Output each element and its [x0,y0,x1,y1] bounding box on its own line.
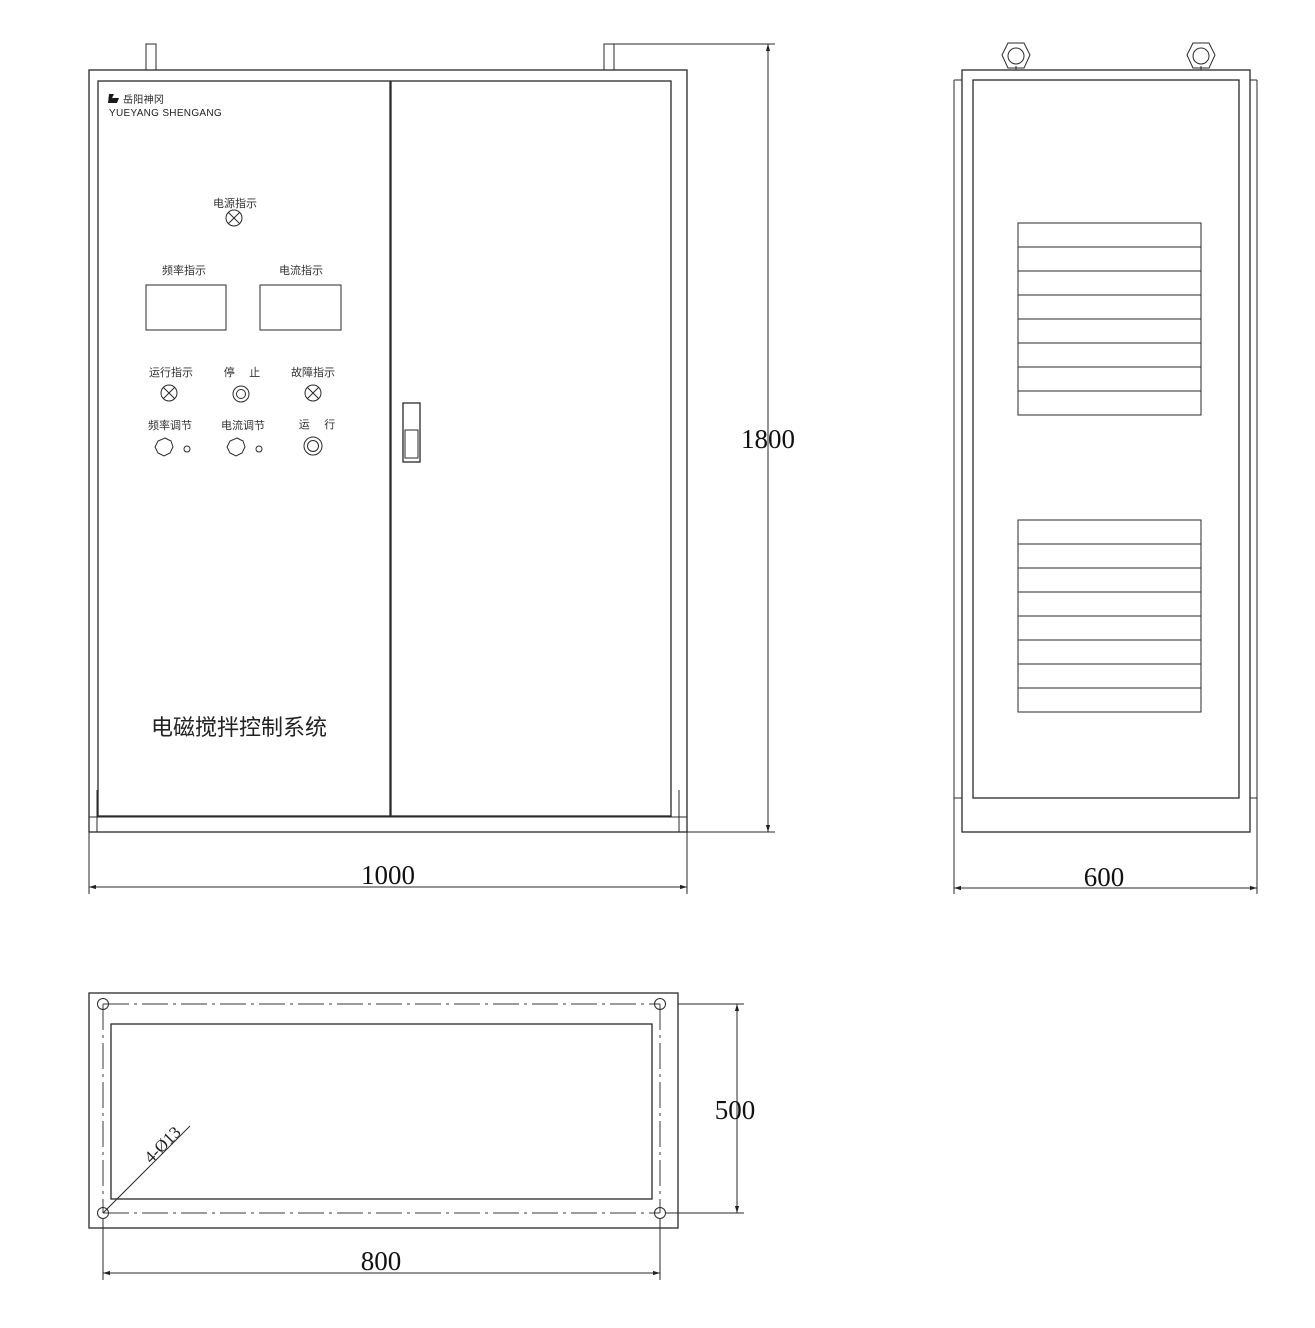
power-indicator-lamp-icon [225,209,243,227]
frequency-meter-label: 频率指示 [162,263,206,277]
width-dimension-text: 1000 [361,860,415,890]
base-width-dimension: 500 [666,1003,756,1214]
hole-spec-text: 4-Ø13 [140,1123,184,1167]
base-outline [88,992,679,1229]
current-adjust-label: 电流调节 [221,418,265,432]
front-cabinet-outline [88,69,688,833]
left-lifting-eye-icon [1001,42,1031,70]
brand-logo: 岳阳神冈 YUEYANG SHENGANG [108,93,222,119]
hole-leader-line [102,1125,191,1214]
base-inner-opening [110,1023,653,1200]
run-indicator-lamp-icon [160,384,178,402]
front-view: 岳阳神冈 YUEYANG SHENGANG 电源指示 频率指示 电流指示 运行指… [88,43,688,833]
base-width-text: 500 [715,1095,756,1125]
depth-dimension-text: 600 [1084,862,1125,892]
panel-title: 电磁搅拌控制系统 [151,716,327,741]
base-length-dimension: 800 [102,1219,661,1280]
base-length-text: 800 [361,1246,402,1276]
right-lifting-eye-icon [1186,42,1216,70]
frequency-adjust-label: 频率调节 [148,418,192,432]
door-handle [402,402,421,463]
front-height-dimension: 1800 [610,43,795,833]
mounting-hole-icon [97,998,109,1010]
side-depth-dimension: 600 [953,798,1258,894]
fault-indicator-lamp-icon [304,384,322,402]
run-button-icon [303,436,323,456]
right-door [390,80,672,817]
run-button-label: 运 行 [299,418,336,431]
frequency-adjust-knob-icon [154,437,191,457]
left-lifting-rod [145,43,157,71]
mounting-hole-icon [654,1207,666,1219]
current-meter-label: 电流指示 [279,263,323,277]
run-indicator-label: 运行指示 [149,365,193,379]
stop-button-label: 停 止 [224,365,261,379]
height-dimension-text: 1800 [741,424,795,454]
frequency-meter [145,284,227,331]
side-panel [972,79,1240,799]
brand-name-cn: 岳阳神冈 [123,93,164,106]
lower-vent-louvers [1018,543,1201,689]
door-handle-grip [404,429,419,459]
side-view [953,42,1258,833]
current-adjust-knob-icon [226,437,263,457]
current-meter [259,284,342,331]
left-door [97,80,391,817]
front-width-dimension: 1000 [88,832,688,894]
mounting-hole-icon [654,998,666,1010]
power-indicator-label: 电源指示 [213,196,257,210]
brand-name-en: YUEYANG SHENGANG [109,108,222,119]
brand-logo-icon [108,94,119,103]
right-lifting-rod [603,43,615,71]
base-view: 4-Ø13 [88,992,679,1229]
stop-button-icon [232,385,250,403]
fault-indicator-label: 故障指示 [291,365,335,379]
upper-vent-louvers [1018,246,1201,392]
side-cabinet-outline [961,69,1251,833]
mounting-hole-icon [97,1207,109,1219]
